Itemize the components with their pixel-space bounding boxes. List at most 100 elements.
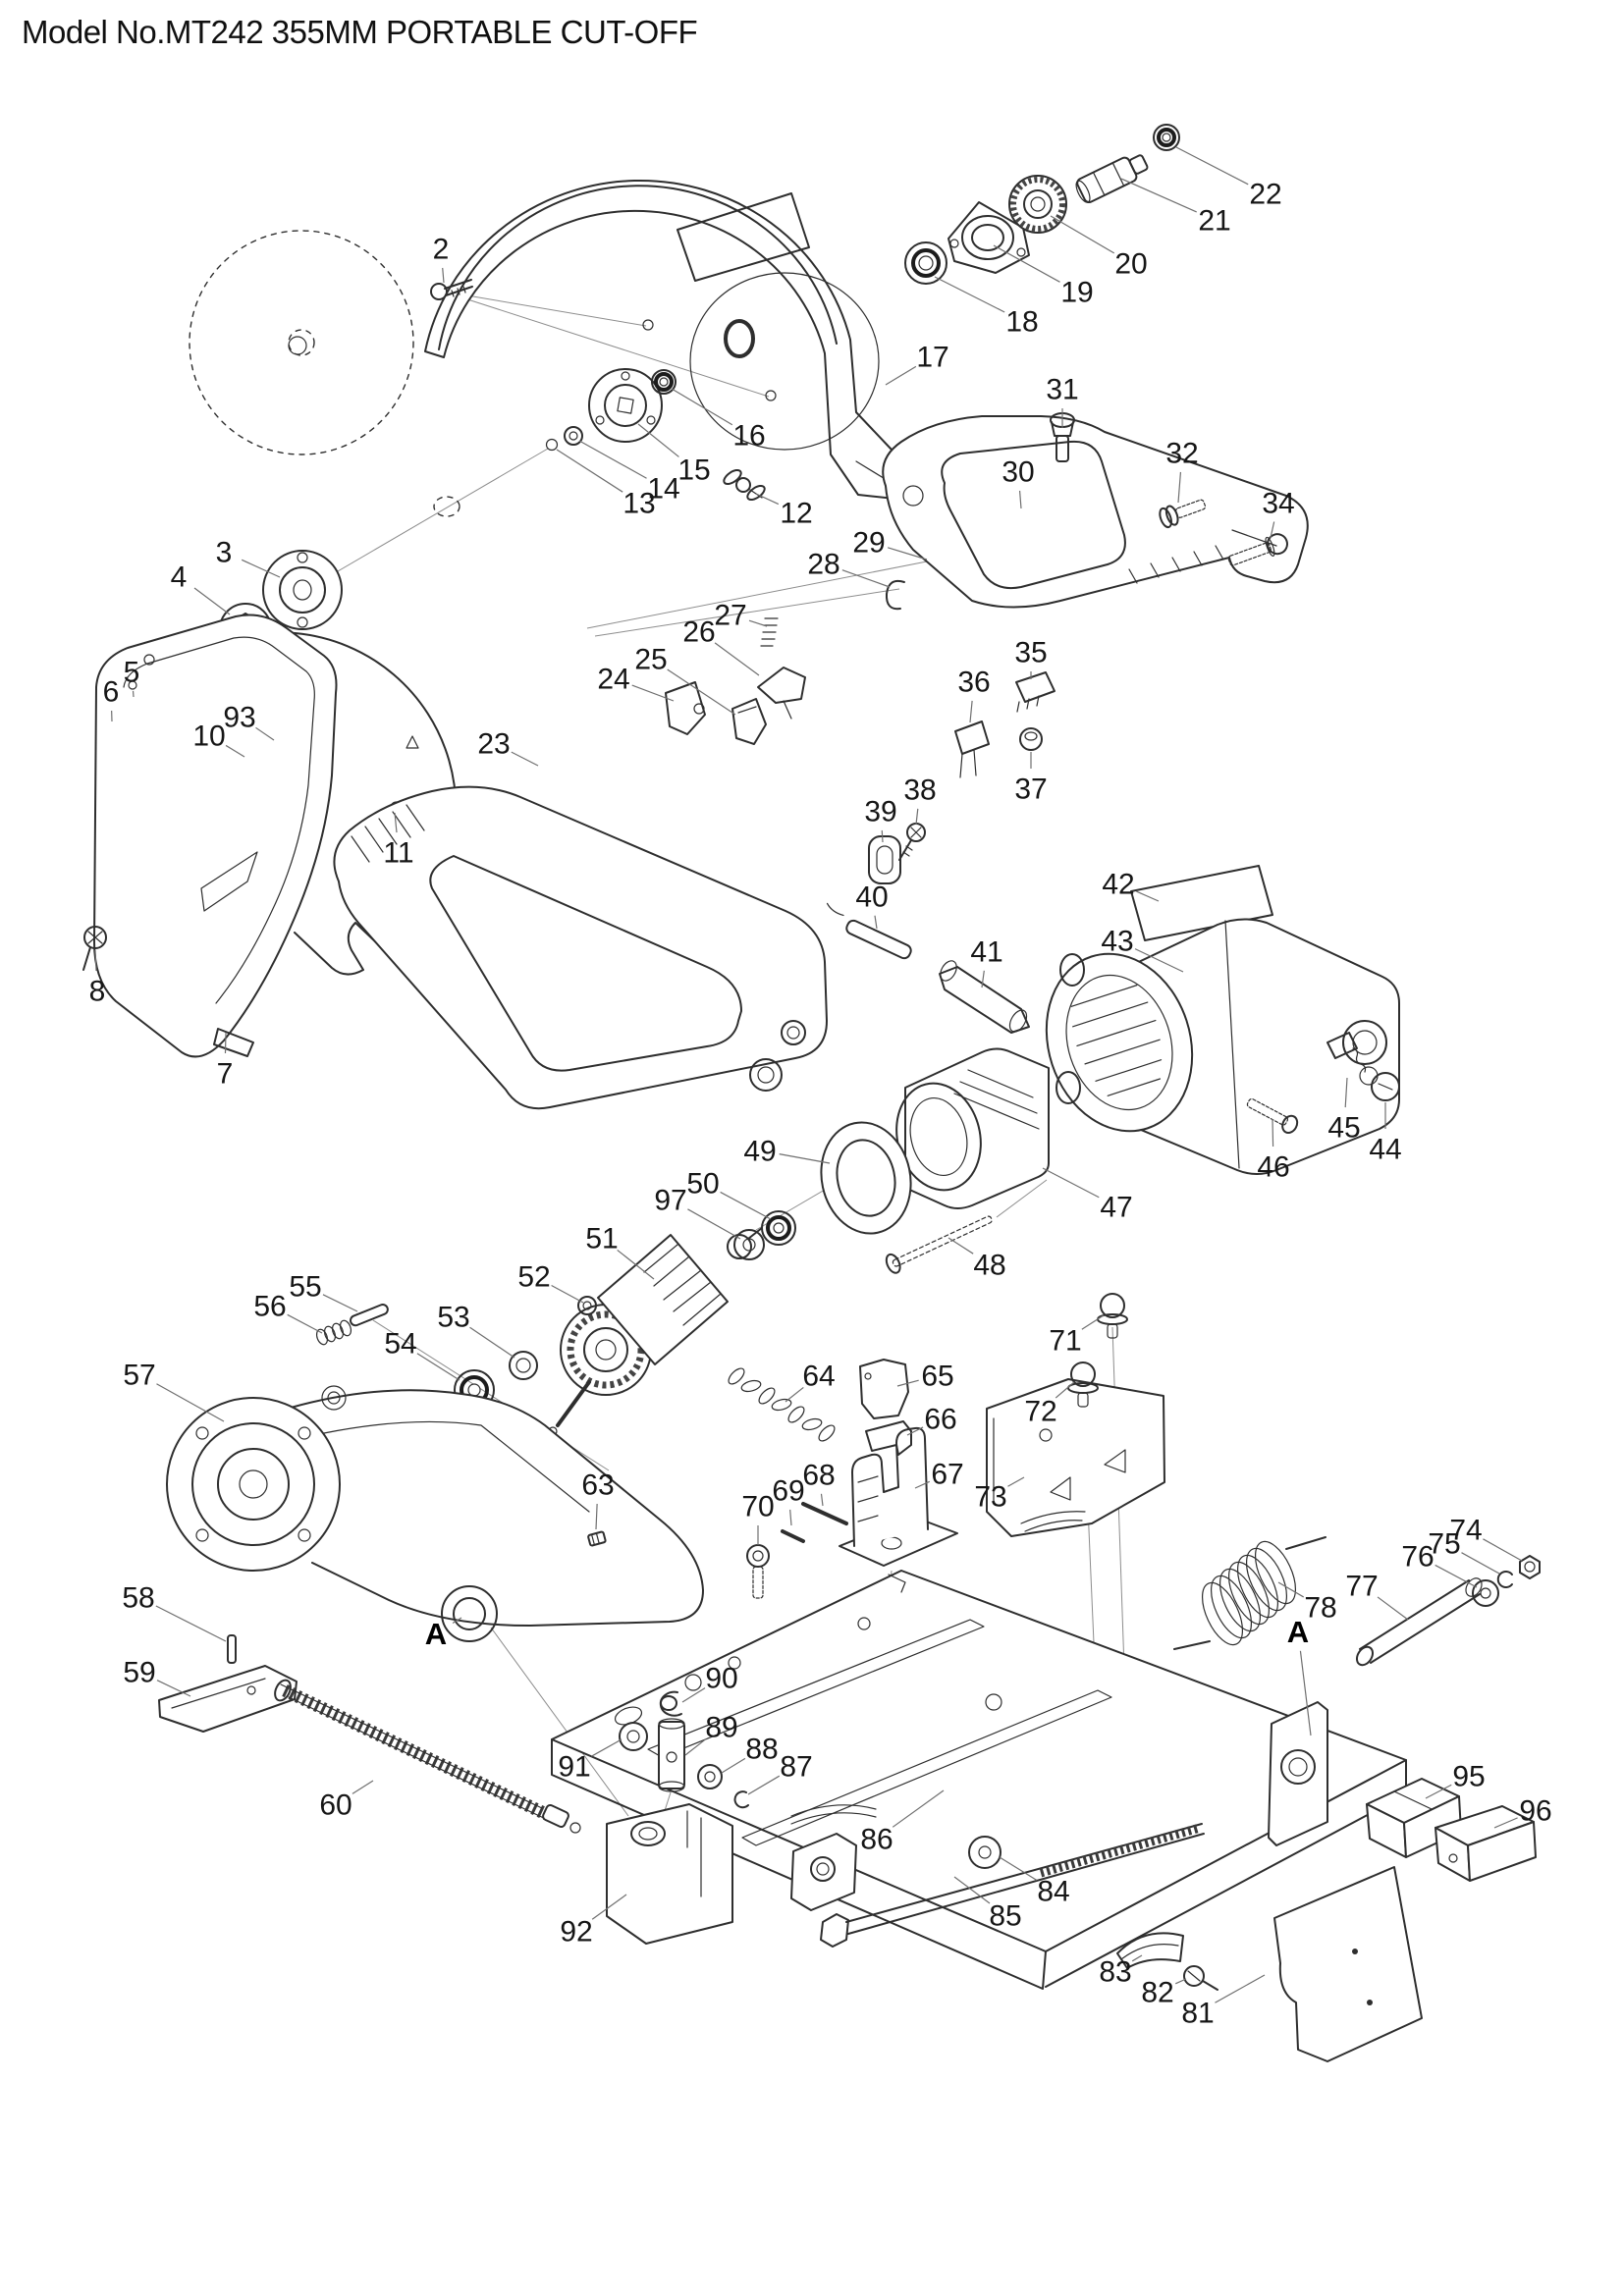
safety-guard-7: [94, 615, 337, 1057]
pin-68: [803, 1504, 846, 1523]
leader-line: [790, 1510, 791, 1525]
leader-line: [157, 1681, 190, 1696]
part-number-label: 66: [924, 1404, 956, 1436]
leader-line: [95, 950, 96, 971]
part-number-label: 42: [1102, 869, 1134, 901]
fence-plate-73: [987, 1379, 1164, 1536]
part-number-label: 25: [634, 644, 667, 676]
pin-55: [350, 1303, 390, 1326]
bearing-18: [905, 242, 947, 284]
leader-line: [915, 1481, 930, 1488]
leader-line: [156, 1606, 226, 1641]
leader-line: [907, 1427, 923, 1435]
torsion-spring-78: [1174, 1535, 1326, 1650]
ring-14: [565, 427, 582, 445]
leader-line: [1082, 1315, 1104, 1329]
part-number-label: 69: [772, 1475, 804, 1508]
leader-line: [288, 1314, 322, 1333]
ring-52: [578, 1297, 596, 1314]
bearing-retainer-19: [948, 202, 1029, 273]
part-number-label: 29: [852, 527, 885, 560]
screw-38: [899, 824, 925, 860]
saw-blade: [189, 231, 460, 516]
part-labels: 2345693101187121314151617181920212231303…: [89, 147, 1552, 2030]
leader-line: [1132, 1955, 1142, 1961]
leader-line: [242, 560, 280, 577]
bolt-85: [821, 1824, 1204, 1947]
part-number-label: 55: [289, 1271, 321, 1304]
outer-flange-3: [263, 551, 342, 629]
part-number-label: 89: [705, 1712, 737, 1744]
part-number-label: 70: [741, 1491, 774, 1523]
leader-line: [672, 389, 732, 425]
leader-line: [579, 441, 647, 478]
gear-20: [1009, 176, 1066, 233]
part-number-label: 90: [705, 1663, 737, 1695]
leader-line: [1272, 1119, 1273, 1147]
leader-line: [821, 1494, 823, 1506]
part-number-label: 88: [745, 1734, 778, 1766]
part-number-label: 52: [517, 1261, 550, 1294]
part-number-label: 13: [623, 488, 655, 520]
leader-line: [715, 643, 759, 675]
part-number-label: 49: [743, 1136, 776, 1168]
part-number-label: 83: [1099, 1956, 1131, 1989]
part-number-label: 35: [1014, 637, 1047, 669]
leader-line: [1056, 1382, 1074, 1398]
part-number-label: 84: [1037, 1876, 1069, 1908]
part-number-label: 47: [1100, 1192, 1132, 1224]
part-number-label: 12: [780, 498, 812, 530]
o-ring-13: [547, 440, 558, 451]
hinge-bracket-92: [607, 1804, 732, 1944]
leader-line: [687, 1209, 740, 1239]
leader-line: [1175, 1979, 1186, 1984]
part-number-label: 77: [1345, 1571, 1378, 1603]
leader-line: [194, 588, 230, 614]
leader-line: [780, 1154, 830, 1163]
part-number-label: 74: [1449, 1515, 1482, 1547]
leader-line: [470, 1327, 514, 1358]
leader-line: [749, 620, 767, 626]
leader-line: [1000, 1857, 1037, 1880]
leader-line: [352, 1781, 373, 1793]
part-number-label: 14: [647, 473, 679, 506]
bracket-67: [839, 1428, 957, 1566]
part-number-label: 15: [677, 454, 710, 487]
part-number-label: 82: [1141, 1977, 1173, 2009]
lock-lever-26: [758, 667, 805, 719]
trigger-25: [732, 699, 766, 744]
part-number-label: 87: [780, 1751, 812, 1784]
part-number-label: 96: [1519, 1795, 1551, 1828]
part-number-label: 31: [1046, 374, 1078, 406]
leader-line: [225, 1033, 226, 1053]
gear-housing-57: [167, 1386, 703, 1641]
part-number-label: 85: [989, 1900, 1021, 1933]
leader-line: [935, 277, 1004, 312]
leader-line: [948, 1238, 973, 1254]
part-number-label: 59: [123, 1657, 155, 1689]
part-number-label: 21: [1198, 205, 1230, 238]
leader-line: [156, 1384, 224, 1421]
nut-74: [1520, 1556, 1540, 1578]
leader-line: [994, 245, 1059, 282]
part-number-label: 44: [1369, 1134, 1401, 1166]
washer-53: [510, 1352, 537, 1379]
part-number-label: 41: [970, 936, 1002, 969]
screw-82: [1184, 1966, 1218, 1990]
cord-clamp-39: [869, 836, 900, 883]
part-number-label: 71: [1049, 1325, 1081, 1358]
leader-line: [592, 1895, 626, 1919]
stopper-65: [860, 1360, 908, 1418]
part-number-label: 58: [122, 1582, 154, 1615]
washer-88: [698, 1765, 722, 1789]
part-number-label: 48: [973, 1250, 1005, 1282]
handle-23: [334, 787, 827, 1109]
leader-line: [982, 971, 984, 988]
pin-69: [783, 1531, 803, 1541]
leader-line: [1043, 1168, 1099, 1198]
brush-cap-44: [1372, 1073, 1399, 1100]
part-number-label: 17: [916, 342, 948, 374]
part-number-label: 51: [585, 1223, 618, 1255]
base-86: [552, 1571, 1406, 1989]
part-number-label: 38: [903, 774, 936, 807]
